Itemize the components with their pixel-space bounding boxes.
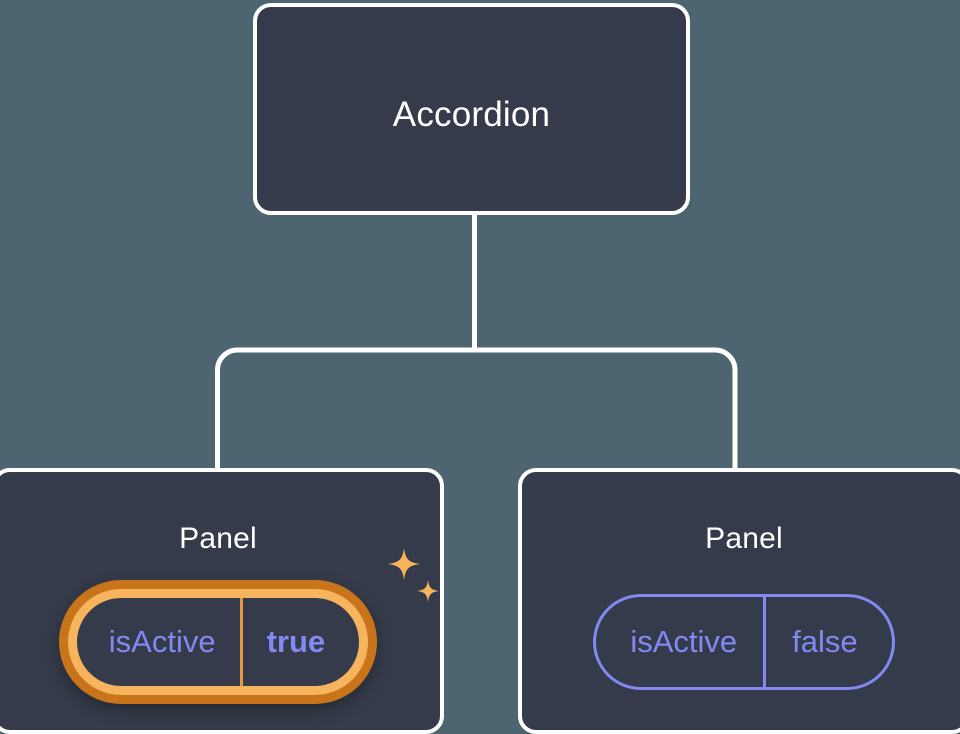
node-panel-left[interactable]: Panel isActive true [0, 468, 444, 734]
prop-pill-isactive-false[interactable]: isActive false [593, 594, 895, 690]
connector-branch-bar [215, 347, 738, 470]
node-accordion[interactable]: Accordion [253, 3, 690, 215]
prop-pill-left-wrapper: isActive true [0, 580, 440, 704]
prop-pill-isactive-true[interactable]: isActive true [58, 580, 378, 704]
node-panel-left-title: Panel [179, 522, 257, 555]
prop-pill-right-wrapper: isActive false [522, 594, 960, 690]
prop-pill-inner: isActive true [67, 589, 369, 695]
prop-value-label: true [266, 624, 326, 659]
prop-name-label: isActive [108, 624, 216, 659]
node-panel-right[interactable]: Panel isActive false [518, 468, 960, 734]
prop-pill-divider [763, 597, 767, 687]
prop-value-label: false [792, 624, 858, 659]
node-accordion-title: Accordion [392, 95, 551, 134]
node-panel-right-title: Panel [705, 522, 783, 555]
prop-pill-divider [239, 598, 243, 686]
prop-name-label: isActive [630, 624, 738, 659]
